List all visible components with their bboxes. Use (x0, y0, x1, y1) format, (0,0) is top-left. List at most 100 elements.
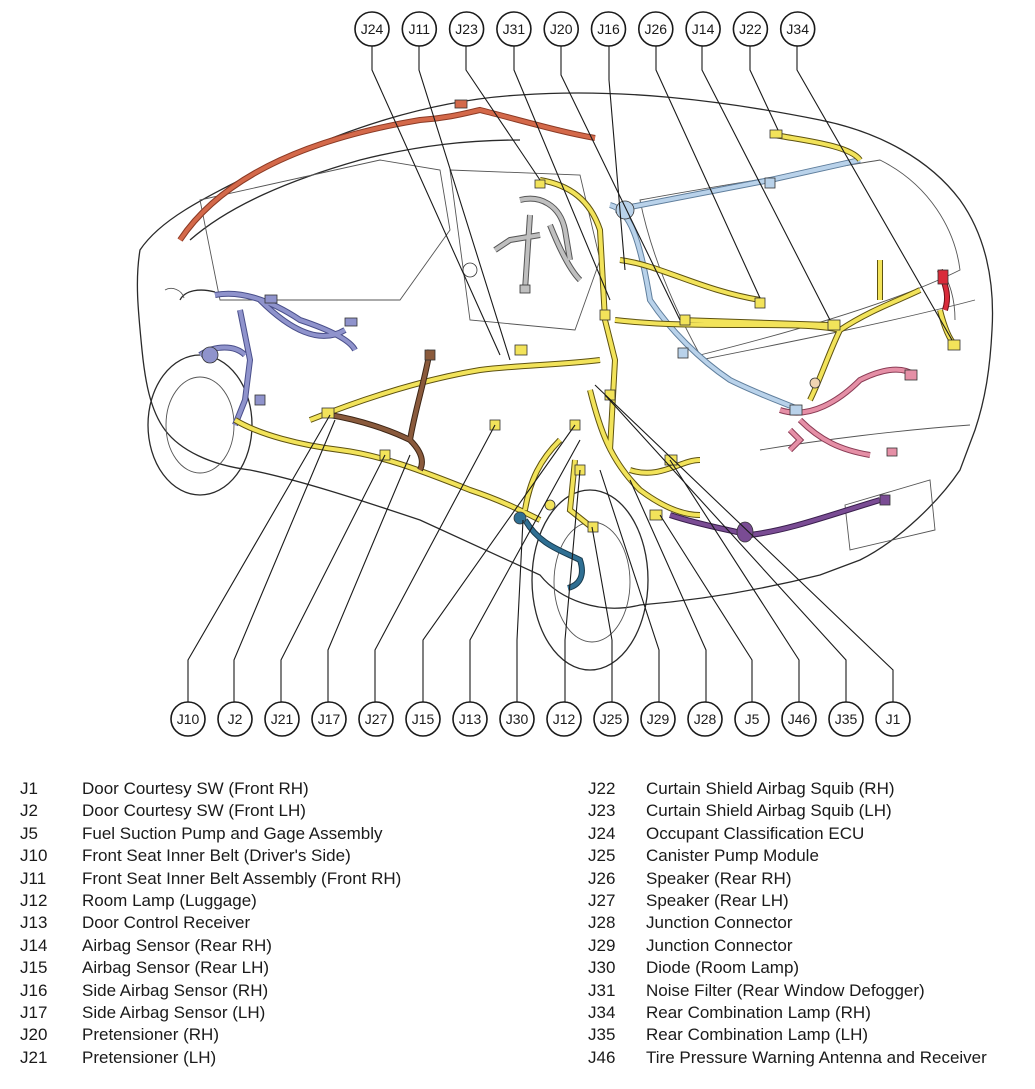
legend-name: Rear Combination Lamp (RH) (646, 1003, 871, 1023)
callout-label: J14 (692, 21, 715, 37)
legend-name: Room Lamp (Luggage) (82, 891, 257, 911)
legend-row: J12 Room Lamp (Luggage) (20, 890, 401, 912)
legend-name: Diode (Room Lamp) (646, 958, 800, 978)
legend-code: J10 (20, 846, 48, 866)
callout-circle (358, 701, 394, 737)
callout-j31: J31 (496, 11, 532, 47)
callout-label: J35 (835, 711, 858, 727)
callout-label: J17 (318, 711, 341, 727)
legend-code: J12 (20, 891, 48, 911)
legend-name: Curtain Shield Airbag Squib (LH) (646, 801, 892, 821)
callout-circle (828, 701, 864, 737)
legend-code: J2 (20, 801, 38, 821)
legend-code: J23 (588, 801, 616, 821)
legend-name: Door Courtesy SW (Front LH) (82, 801, 306, 821)
callout-j27: J27 (358, 701, 394, 737)
legend-code: J21 (20, 1047, 48, 1067)
legend-code: J34 (588, 1003, 616, 1023)
callout-label: J24 (361, 21, 384, 37)
callout-label: J21 (271, 711, 294, 727)
legend-code: J25 (588, 846, 616, 866)
callout-j29: J29 (640, 701, 676, 737)
callout-label: J16 (597, 21, 620, 37)
callout-circle (779, 11, 816, 47)
callout-j10: J10 (170, 701, 206, 737)
legend-name: Rear Combination Lamp (LH) (646, 1025, 869, 1045)
callout-label: J22 (739, 21, 762, 37)
legend-code: J27 (588, 891, 616, 911)
legend-name: Fuel Suction Pump and Gage Assembly (82, 823, 383, 843)
legend-code: J29 (588, 935, 616, 955)
legend-code: J17 (20, 1003, 48, 1023)
legend-name: Front Seat Inner Belt (Driver's Side) (82, 846, 351, 866)
legend-row: J10 Front Seat Inner Belt (Driver's Side) (20, 845, 401, 867)
callout-circle (217, 701, 253, 737)
callout-label: J5 (745, 711, 760, 727)
harness-purple (669, 497, 881, 539)
callout-label: J10 (177, 711, 200, 727)
callout-circle (311, 701, 347, 737)
callout-j26: J26 (637, 11, 674, 47)
callout-circle (637, 11, 674, 47)
callout-j25: J25 (593, 701, 629, 737)
callout-j11: J11 (401, 11, 438, 47)
callout-circle (781, 701, 817, 737)
callout-circle (499, 701, 535, 737)
callout-label: J12 (553, 711, 576, 727)
callout-j20: J20 (543, 11, 580, 47)
legend-name: Pretensioner (LH) (82, 1047, 217, 1067)
callout-label: J27 (365, 711, 388, 727)
harness-orange (177, 106, 596, 242)
callout-label: J34 (786, 21, 809, 37)
legend-name: Pretensioner (RH) (82, 1025, 219, 1045)
legend-name: Tire Pressure Warning Antenna and Receiv… (646, 1047, 987, 1067)
callout-j46: J46 (781, 701, 817, 737)
legend-row: J34 Rear Combination Lamp (RH) (588, 1002, 987, 1024)
legend-name: Curtain Shield Airbag Squib (RH) (646, 779, 895, 798)
callout-j16: J16 (590, 11, 627, 47)
legend-name: Noise Filter (Rear Window Defogger) (646, 980, 925, 1000)
callout-j15: J15 (405, 701, 441, 737)
legend-row: J20 Pretensioner (RH) (20, 1024, 401, 1046)
callout-j23: J23 (448, 11, 485, 47)
legend-row: J21 Pretensioner (LH) (20, 1047, 401, 1069)
callout-label: J46 (788, 711, 811, 727)
callout-circle (448, 11, 485, 47)
callout-label: J13 (459, 711, 482, 727)
legend-code: J13 (20, 913, 48, 933)
callout-j21: J21 (264, 701, 300, 737)
callout-circle (593, 701, 629, 737)
callout-circle (734, 701, 770, 737)
legend-name: Airbag Sensor (Rear RH) (82, 935, 272, 955)
harness-yellow (233, 132, 958, 533)
callout-circle (546, 701, 582, 737)
callout-circle (685, 11, 721, 47)
legend-row: J2 Door Courtesy SW (Front LH) (20, 800, 401, 822)
legend-code: J14 (20, 935, 48, 955)
harness-gray (493, 195, 583, 291)
harness-pink (779, 366, 917, 458)
callout-j17: J17 (311, 701, 347, 737)
legend-code: J46 (588, 1047, 616, 1067)
callout-circle (354, 11, 390, 47)
connectors (201, 99, 961, 543)
callout-label: J2 (228, 711, 243, 727)
callout-label: J15 (412, 711, 435, 727)
callout-j24: J24 (354, 11, 390, 47)
legend-code: J20 (20, 1025, 48, 1045)
